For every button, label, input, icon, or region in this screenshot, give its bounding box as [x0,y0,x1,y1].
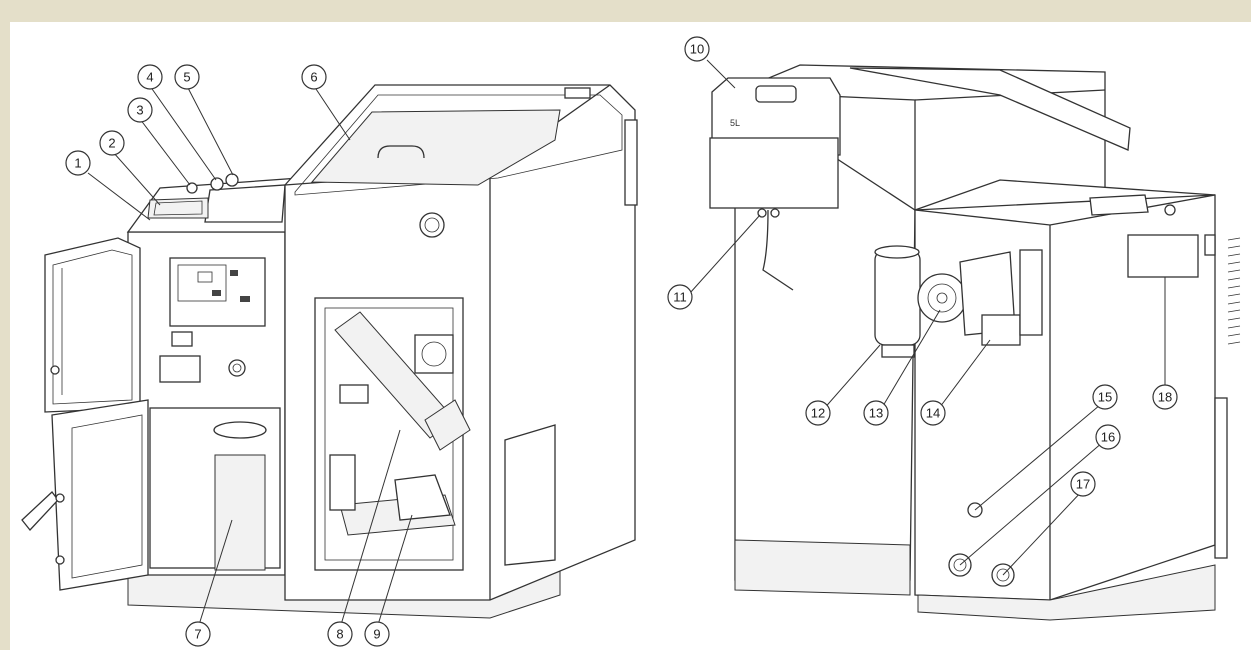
svg-text:13: 13 [869,406,883,421]
rear-control-box [1127,234,1199,278]
callout-3: 3 [127,97,153,123]
svg-text:4: 4 [146,70,153,85]
door-handle [21,491,59,531]
svg-text:11: 11 [673,290,687,305]
burner-unit-plinth [917,564,1216,621]
feed-motor [981,314,1021,346]
rear-vent-slots [1227,237,1241,345]
callout-5: 5 [174,64,200,90]
svg-text:12: 12 [811,406,825,421]
svg-text:10: 10 [690,42,704,57]
svg-text:14: 14 [926,406,940,421]
auger-motor [394,474,451,521]
callout-8: 8 [327,621,353,647]
viewing-port [419,212,445,238]
boiler-rear-view: 5L [709,64,1241,621]
callout-6: 6 [301,64,327,90]
ash-pan [214,454,266,571]
jug-label: 5L [730,118,740,128]
rear-hopper-lid-edge [849,67,1131,151]
callout-10: 10 [684,36,710,62]
callout-7: 7 [185,621,211,647]
svg-text:9: 9 [373,627,380,642]
burner-port [414,334,454,374]
safety-thermostat [225,173,239,187]
callout-15: 15 [1092,384,1118,410]
side-bracket [624,119,638,206]
svg-text:7: 7 [194,627,201,642]
svg-text:6: 6 [310,70,317,85]
svg-text:15: 15 [1098,390,1112,405]
callout-4: 4 [137,64,163,90]
callout-14: 14 [920,400,946,426]
upper-door-open [44,237,141,413]
jug-holder [709,137,839,209]
svg-text:16: 16 [1101,430,1115,445]
lower-door-open [51,399,149,591]
callout-1: 1 [65,150,91,176]
svg-text:8: 8 [336,627,343,642]
callout-12: 12 [805,400,831,426]
callout-17: 17 [1070,471,1096,497]
svg-text:2: 2 [108,136,115,151]
jug-hose [762,209,794,291]
callout-11: 11 [667,284,693,310]
svg-text:5: 5 [183,70,190,85]
svg-text:3: 3 [136,103,143,118]
callout-16: 16 [1095,424,1121,450]
side-opening [504,424,556,566]
switch-knob [186,182,198,194]
thermostat-knob [210,177,224,191]
ash-container-lid [213,421,267,439]
sensor-plate [339,384,369,404]
callout-9: 9 [364,621,390,647]
side-rail [1214,397,1228,559]
relay-box [159,355,201,383]
lid-handle [377,145,425,159]
exhaust-fan [917,273,967,323]
svg-text:17: 17 [1076,477,1090,492]
jug-handle [755,85,797,103]
callout-2: 2 [99,130,125,156]
rear-hopper-plinth [734,539,911,596]
callout-13: 13 [863,400,889,426]
svg-text:1: 1 [74,156,81,171]
cyclone-filter [874,249,921,346]
callout-18: 18 [1152,384,1178,410]
svg-text:18: 18 [1158,390,1172,405]
leader-lines [87,59,1166,629]
boiler-front-view [21,84,638,619]
hopper-lid [310,109,561,186]
